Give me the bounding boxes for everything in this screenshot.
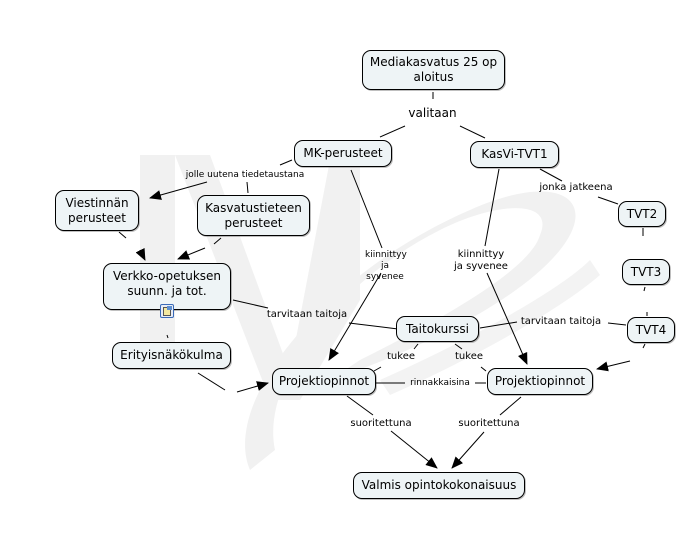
link-arrow	[149, 181, 208, 200]
link-line	[642, 343, 646, 349]
link-label-kiinnittyy-right: kiinnittyy ja syvenee	[454, 249, 508, 272]
link-line	[348, 322, 399, 330]
link-line	[118, 231, 127, 239]
link-line	[454, 343, 463, 350]
node-kasvatustieteen-perusteet[interactable]: Kasvatustieteen perusteet	[197, 195, 310, 236]
link-label-rinnakkaisina: rinnakkaisina	[410, 378, 470, 388]
link-line	[459, 125, 486, 139]
node-tvt2[interactable]: TVT2	[618, 201, 666, 227]
link-arrow	[486, 272, 528, 365]
node-taitokurssi[interactable]: Taitokurssi	[396, 316, 479, 342]
node-kasvi-tvt1[interactable]: KasVi-TVT1	[470, 141, 559, 168]
node-viestinnan-perusteet[interactable]: Viestinnän perusteet	[55, 190, 139, 231]
link-arrow	[596, 360, 631, 372]
link-line	[607, 322, 627, 326]
node-tvt3[interactable]: TVT3	[622, 259, 670, 285]
link-arrow	[390, 430, 438, 469]
link-arrow	[328, 272, 382, 361]
link-line	[484, 168, 500, 247]
link-line	[379, 125, 406, 138]
link-line	[479, 321, 518, 329]
link-line	[643, 286, 646, 292]
node-tvt4[interactable]: TVT4	[627, 317, 675, 343]
link-line	[597, 196, 619, 205]
link-arrow	[236, 381, 269, 393]
link-label-jonka: jonka jatkeena	[539, 182, 613, 193]
link-arrow	[135, 247, 146, 261]
link-line	[213, 237, 222, 245]
document-resource-icon[interactable]	[160, 304, 174, 318]
node-projektiopinnot-left[interactable]: Projektiopinnot	[272, 368, 376, 395]
link-line	[232, 299, 269, 309]
link-label-valitaan: valitaan	[408, 106, 457, 120]
link-line	[279, 159, 293, 166]
link-arrow	[451, 431, 485, 469]
node-valmis-opintokokonaisuus[interactable]: Valmis opintokokonaisuus	[353, 472, 525, 499]
link-line	[197, 372, 226, 391]
link-label-suoritettuna-right: suoritettuna	[458, 418, 520, 429]
link-line	[539, 168, 563, 182]
link-label-kiinnittyy-left: kiinnittyy ja syvenee	[365, 250, 407, 282]
link-label-tarvitaan-left: tarvitaan taitoja	[266, 309, 348, 320]
link-arrow	[177, 247, 206, 260]
link-label-jolle: jolle uutena tiedetaustana	[185, 170, 305, 180]
link-label-tarvitaan-right: tarvitaan taitoja	[520, 316, 602, 327]
link-line	[246, 181, 249, 194]
link-line	[480, 366, 487, 372]
node-erityisnakokulma[interactable]: Erityisnäkökulma	[112, 342, 231, 369]
node-mk-perusteet[interactable]: MK-perusteet	[294, 140, 392, 167]
link-label-suoritettuna-left: suoritettuna	[350, 418, 412, 429]
link-line	[346, 395, 374, 416]
node-projektiopinnot-right[interactable]: Projektiopinnot	[487, 368, 593, 395]
link-line	[166, 334, 169, 339]
link-line	[413, 343, 419, 350]
node-verkko-opetuksen[interactable]: Verkko-opetuksen suunn. ja tot.	[103, 263, 231, 310]
link-line	[350, 169, 383, 249]
link-line	[499, 396, 522, 416]
link-label-tukee-right: tukee	[455, 351, 483, 362]
link-line	[373, 366, 382, 372]
node-mediakasvatus[interactable]: Mediakasvatus 25 op aloitus	[362, 50, 505, 90]
link-label-tukee-left: tukee	[387, 351, 415, 362]
